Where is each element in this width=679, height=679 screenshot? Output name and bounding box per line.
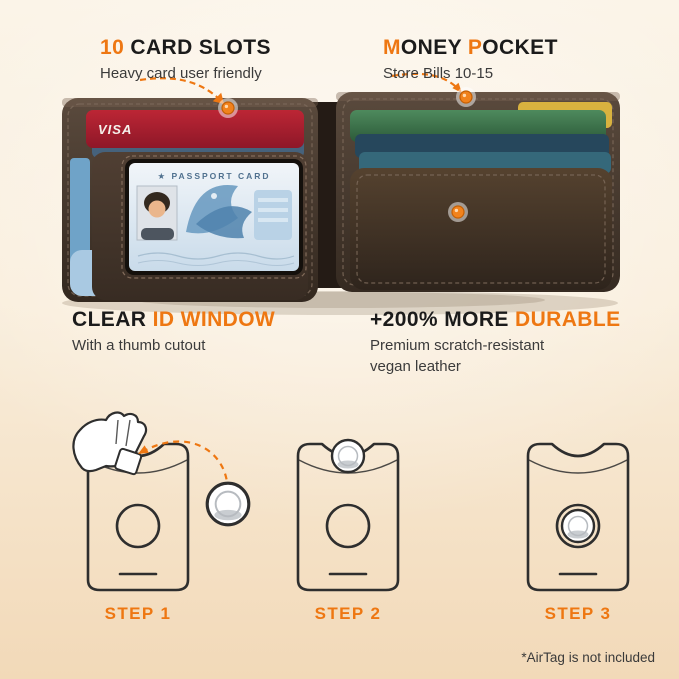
step2-label: STEP 2 (314, 604, 382, 623)
callout-card-slots: 10 CARD SLOTS Heavy card user friendly (100, 36, 271, 84)
money-pocket-subtitle: Store Bills 10-15 (383, 65, 494, 82)
wallet-photo: VISA ★ PASSPORT CARD (62, 92, 620, 315)
card-slots-marker-dot (217, 97, 239, 119)
id-data-block (254, 190, 292, 240)
step1-insert-arrow (141, 440, 229, 483)
durable-title: +200% MORE DURABLE (370, 308, 621, 331)
id-window-title: CLEAR ID WINDOW (72, 308, 276, 331)
id-window-subtitle: With a thumb cutout (72, 337, 206, 354)
visa-card-label: VISA (98, 122, 132, 137)
id-window: ★ PASSPORT CARD (125, 159, 303, 275)
step1-label: STEP 1 (104, 604, 172, 623)
callout-durable: +200% MORE DURABLE Premium scratch-resis… (370, 308, 621, 376)
durable-marker-dot (447, 201, 469, 223)
step1-hand-drawing (72, 411, 148, 476)
visa-card: VISA (86, 110, 304, 148)
card-slots-arrow (139, 77, 221, 101)
wallet-left-half: VISA ★ PASSPORT CARD (62, 98, 318, 302)
step3-label: STEP 3 (544, 604, 612, 623)
money-pocket-marker-dot (455, 86, 477, 108)
card-slots-title: 10 CARD SLOTS (100, 36, 271, 59)
step2-airtag-drawing (330, 438, 366, 474)
id-photo (136, 185, 178, 241)
money-pocket-title: MONEY POCKET (383, 36, 558, 59)
card-slots-subtitle: Heavy card user friendly (100, 65, 262, 82)
callout-id-window: CLEAR ID WINDOW With a thumb cutout (72, 308, 275, 356)
step-diagrams (72, 411, 630, 592)
annotation-arrows (139, 72, 477, 223)
durable-subtitle-line2: vegan leather (370, 357, 461, 375)
durable-subtitle-line1: Premium scratch-resistant (370, 337, 545, 354)
airtag-pocket-flap (350, 168, 612, 290)
airtag-disclaimer: *AirTag is not included (521, 650, 655, 665)
passport-card-label: ★ PASSPORT CARD (157, 171, 270, 181)
step1-airtag-drawing (205, 481, 251, 527)
wallet-right-half (336, 92, 620, 292)
callout-money-pocket: MONEY POCKET Store Bills 10-15 (383, 36, 558, 84)
step3-airtag-drawing (560, 508, 596, 544)
eagle-emblem (186, 184, 252, 239)
